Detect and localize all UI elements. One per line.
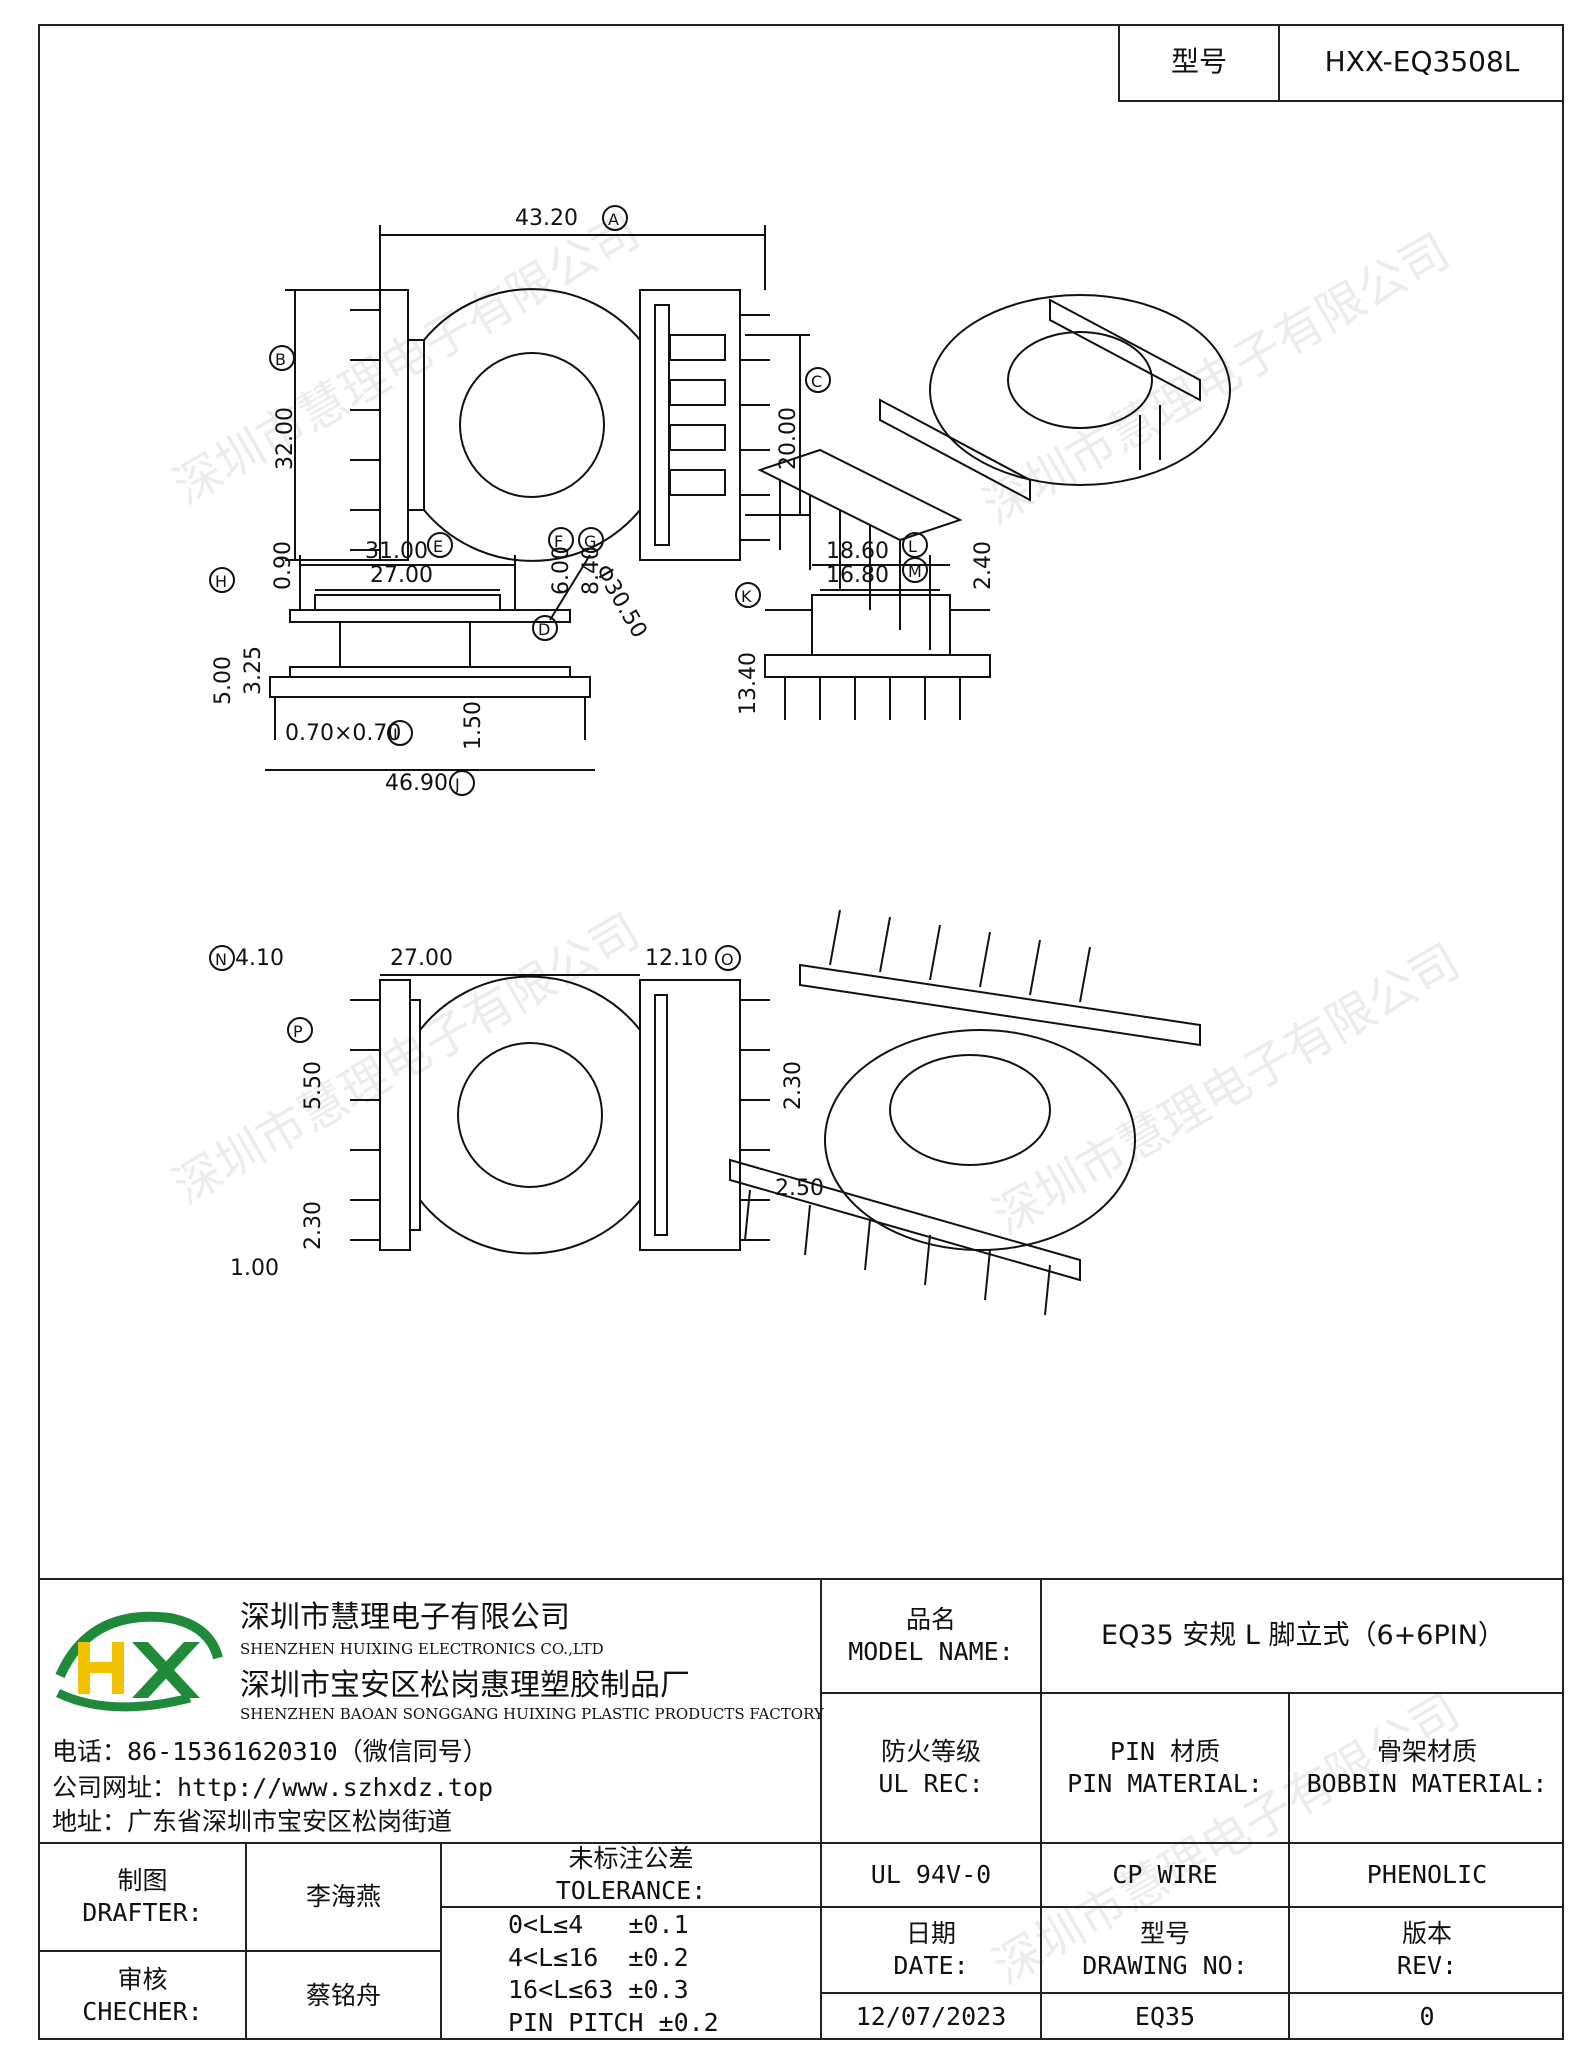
pin-material-label: PIN 材质 PIN MATERIAL: [1067, 1736, 1263, 1799]
rev-value: 0 [1419, 2001, 1435, 2031]
dim-pin-left: 1.00 [230, 1256, 279, 1281]
model-name-value: EQ35 安规 L 脚立式（6+6PIN） [1101, 1620, 1505, 1652]
factory-name-cn: 深圳市宝安区松岗惠理塑胶制品厂 [240, 1668, 690, 1703]
drafter-value: 李海燕 [305, 1881, 381, 1911]
dim-l: 18.60 [826, 539, 889, 564]
dim-pitch-left: 2.30 [301, 1201, 326, 1250]
company-website[interactable]: 公司网址：http://www.szhxdz.top [52, 1773, 494, 1802]
dim-i: 0.70×0.70 [285, 721, 401, 746]
tag-j: J [454, 775, 460, 794]
tag-c: C [811, 372, 822, 391]
company-name-en: SHENZHEN HUIXING ELECTRONICS CO.,LTD [240, 1640, 604, 1658]
dim-i-height: 1.50 [461, 701, 486, 750]
model-box: 型号 HXX-EQ3508L [1118, 24, 1564, 102]
ul-rec-label: 防火等级 UL REC: [878, 1736, 984, 1799]
model-label: 型号 [1170, 44, 1227, 78]
bottom-view: 4.10 N 27.00 12.10 O 5.50 P 2.30 2.50 2.… [209, 945, 824, 1281]
dim-b: 32.00 [273, 407, 298, 470]
model-name-label: 品名 MODEL NAME: [848, 1604, 1014, 1667]
tag-b: B [275, 350, 286, 369]
ul-rec-value: UL 94V-0 [870, 1859, 992, 1889]
dim-g: 8.40 [579, 546, 604, 595]
date-label: 日期 DATE: [893, 1918, 969, 1981]
dim-bottom-mid: 27.00 [390, 946, 453, 971]
drawing-no-value: EQ35 [1134, 2001, 1196, 2031]
dim-top-gap: 0.90 [271, 541, 296, 590]
bobbin-material-value: PHENOLIC [1366, 1859, 1488, 1889]
isometric-view-bottom [729, 909, 1201, 1316]
dim-o: 12.10 [645, 946, 708, 971]
factory-name-en: SHENZHEN BAOAN SONGGANG HUIXING PLASTIC … [240, 1705, 824, 1723]
dim-f: 6.00 [549, 546, 574, 595]
tag-m: M [908, 562, 922, 581]
front-view: 31.00 E 27.00 0.90 6.00 F 8.40 G 5.00 H … [209, 527, 604, 796]
isometric-view-top [757, 294, 1231, 650]
tolerance-line: PIN PITCH ±0.2 [508, 2007, 719, 2037]
dim-k: 13.40 [736, 652, 761, 715]
dim-e-inner: 27.00 [370, 563, 433, 588]
side-view: 18.60 L 16.80 M 2.40 13.40 K [735, 532, 996, 720]
tag-g: G [584, 532, 596, 551]
dim-m: 16.80 [826, 563, 889, 588]
company-phone: 电话：86-15361620310（微信同号） [52, 1737, 488, 1766]
drawing-no-label: 型号 DRAWING NO: [1082, 1918, 1248, 1981]
tolerance-line: 16<L≤63 ±0.3 [508, 1975, 689, 2004]
tag-e: E [433, 537, 443, 556]
checker-value: 蔡铭舟 [305, 1980, 381, 2010]
drawing-frame [38, 24, 1564, 2040]
tag-l: L [908, 537, 917, 556]
pin-material-value: CP WIRE [1112, 1859, 1218, 1889]
tag-k: K [741, 587, 752, 606]
top-view: 43.20 A 32.00 B [269, 205, 831, 643]
tolerance-list: 0<L≤4 ±0.1 4<L≤16 ±0.2 16<L≤63 ±0.3 PIN … [500, 1908, 810, 2040]
tag-o: O [721, 950, 734, 969]
logo-letters: HX [50, 1598, 52, 1599]
drafter-label: 制图 DRAFTER: [82, 1865, 203, 1928]
rev-label: 版本 REV: [1396, 1918, 1458, 1981]
tag-p: P [293, 1022, 303, 1041]
tag-d: D [538, 620, 550, 639]
company-logo: HX [50, 1598, 223, 1712]
bobbin-material-label: 骨架材质 BOBBIN MATERIAL: [1306, 1736, 1548, 1799]
tolerance-line: 0<L≤4 ±0.1 [508, 1910, 689, 1939]
tag-n: N [215, 950, 227, 969]
tag-i: I [393, 725, 398, 744]
tag-f: F [554, 532, 563, 551]
dim-j: 46.90 [385, 771, 448, 796]
dim-h-inner: 3.25 [241, 646, 266, 695]
tag-h: H [215, 572, 227, 591]
tolerance-label: 未标注公差 TOLERANCE: [555, 1843, 707, 1906]
dim-a: 43.20 [515, 206, 578, 231]
tag-a: A [608, 210, 619, 229]
dim-n: 4.10 [235, 946, 284, 971]
dim-p: 5.50 [301, 1061, 326, 1110]
dim-h: 5.00 [211, 656, 236, 705]
dim-e: 31.00 [365, 539, 428, 564]
date-value: 12/07/2023 [855, 2001, 1007, 2031]
dim-pitch-right: 2.30 [781, 1061, 806, 1110]
company-address: 地址：广东省深圳市宝安区松岗街道 [52, 1807, 453, 1836]
tolerance-line: 4<L≤16 ±0.2 [508, 1942, 689, 1972]
checker-label: 审核 CHECHER: [82, 1964, 203, 2027]
dim-side-top: 2.40 [971, 541, 996, 590]
technical-drawing: 43.20 A 32.00 B [209, 205, 1231, 1316]
model-value: HXX-EQ3508L [1324, 44, 1520, 78]
company-name-cn: 深圳市慧理电子有限公司 [240, 1600, 570, 1635]
